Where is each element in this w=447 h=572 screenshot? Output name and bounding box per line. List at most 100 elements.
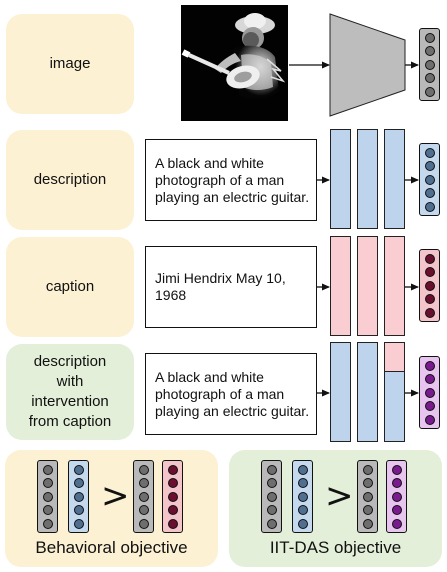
- vector-unit: [266, 478, 277, 488]
- vector-unit: [362, 464, 373, 475]
- vector-unit: [167, 464, 178, 475]
- caption-text: Jimi Hendrix May 10, 1968: [155, 270, 286, 303]
- vector-unit: [424, 360, 435, 371]
- description-text: A black and white photograph of a man pl…: [155, 154, 310, 205]
- vector-unit: [424, 387, 435, 398]
- image-embedding-vector: [357, 460, 378, 533]
- iit-das-objective-label: IIT-DAS objective: [269, 538, 402, 557]
- vector-unit: [391, 505, 402, 515]
- layer-1: [330, 236, 351, 336]
- vector-unit: [424, 46, 435, 56]
- vector-unit: [424, 267, 435, 277]
- intervention-label-line: from caption: [28, 413, 112, 430]
- description-label: description: [33, 171, 107, 188]
- vector-unit: [424, 280, 435, 291]
- intervention-label-line: description: [33, 353, 107, 370]
- layer-2: [357, 236, 378, 336]
- image-label: image: [49, 55, 91, 72]
- greater-than-symbol: >: [101, 476, 130, 516]
- intervention-label-line: intervention: [31, 393, 109, 410]
- vector-unit: [297, 491, 308, 502]
- vector-unit: [167, 518, 178, 529]
- image-embedding-vector: [261, 460, 282, 533]
- vector-unit: [391, 464, 402, 475]
- photo-illustration: [181, 5, 288, 121]
- image-embedding-vector: [37, 460, 58, 533]
- vector-unit: [424, 374, 435, 384]
- vector-unit: [362, 518, 373, 529]
- greater-than-symbol: >: [325, 476, 354, 516]
- vector-unit: [424, 188, 435, 198]
- vector-unit: [167, 491, 178, 502]
- vector-unit: [362, 478, 373, 488]
- layer-1: [330, 129, 351, 229]
- vector-unit: [138, 491, 149, 502]
- iit-das-objective-panel: > IIT-DAS objective: [229, 450, 442, 567]
- vector-unit: [266, 464, 277, 475]
- vector-unit: [297, 505, 308, 515]
- vector-unit: [391, 518, 402, 529]
- vector-unit: [424, 201, 435, 212]
- vector-unit: [424, 174, 435, 185]
- vector-unit: [73, 464, 84, 475]
- caption-text-box: Jimi Hendrix May 10, 1968: [145, 246, 317, 328]
- vector-unit: [73, 478, 84, 488]
- intervention-embedding-vector: [386, 460, 407, 533]
- vector-unit: [362, 491, 373, 502]
- layer-2: [357, 342, 378, 442]
- layer-1: [330, 342, 351, 442]
- vector-unit: [362, 505, 373, 515]
- vector-unit: [424, 59, 435, 70]
- intervention-label-line: with: [56, 373, 84, 390]
- vector-unit: [424, 401, 435, 411]
- vector-unit: [424, 73, 435, 83]
- vector-unit: [42, 491, 53, 502]
- description-text-box: A black and white photograph of a man pl…: [145, 139, 317, 221]
- vector-unit: [42, 464, 53, 475]
- vector-unit: [266, 491, 277, 502]
- vector-unit: [42, 478, 53, 488]
- caption-label: caption: [45, 278, 95, 295]
- vector-unit: [42, 505, 53, 515]
- vector-unit: [167, 478, 178, 488]
- vector-unit: [138, 505, 149, 515]
- vector-unit: [424, 294, 435, 304]
- vector-unit: [424, 147, 435, 158]
- image-label-box: image: [6, 14, 134, 114]
- image-embedding-vector: [133, 460, 154, 533]
- intervention-label-box: description with intervention from capti…: [6, 344, 134, 440]
- vector-unit: [167, 505, 178, 515]
- description-embedding-vector: [419, 143, 440, 216]
- caption-embedding-vector: [162, 460, 183, 533]
- vector-unit: [297, 464, 308, 475]
- vector-unit: [391, 491, 402, 502]
- intervention-text-box: A black and white photograph of a man pl…: [145, 353, 317, 435]
- vector-unit: [266, 518, 277, 529]
- vector-unit: [424, 161, 435, 171]
- vector-unit: [73, 505, 84, 515]
- vector-unit: [424, 307, 435, 318]
- caption-embedding-vector: [419, 249, 440, 322]
- vector-unit: [266, 505, 277, 515]
- photo-guitarist: [181, 5, 288, 121]
- vector-unit: [424, 253, 435, 264]
- vector-unit: [391, 478, 402, 488]
- vector-unit: [138, 478, 149, 488]
- image-encoder: [329, 13, 406, 117]
- caption-label-box: caption: [6, 237, 134, 337]
- vector-unit: [297, 478, 308, 488]
- vector-unit: [73, 518, 84, 529]
- intervention-text: A black and white photograph of a man pl…: [155, 368, 310, 419]
- vector-unit: [424, 86, 435, 97]
- vector-unit: [73, 491, 84, 502]
- vector-unit: [424, 414, 435, 425]
- vector-unit: [138, 464, 149, 475]
- vector-unit: [424, 32, 435, 43]
- vector-unit: [297, 518, 308, 529]
- behavioral-objective-label: Behavioral objective: [35, 538, 188, 557]
- layer-3: [384, 236, 405, 336]
- intervened-segment: [384, 342, 405, 372]
- layer-2: [357, 129, 378, 229]
- image-embedding-vector: [419, 28, 440, 101]
